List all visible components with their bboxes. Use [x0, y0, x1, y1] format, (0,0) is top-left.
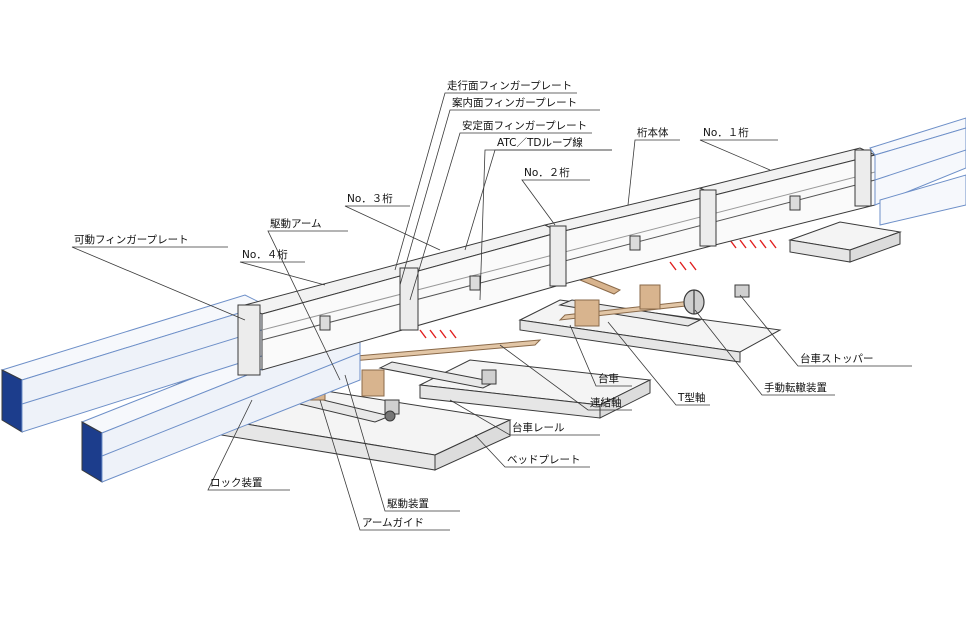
label-arm-guide: アームガイド — [362, 517, 424, 529]
label-connecting-shaft: 連結軸 — [590, 396, 622, 409]
label-atc-td-loop: ATC／TDループ線 — [497, 136, 583, 149]
rear-girder-left — [0, 294, 267, 433]
fixed-girders-right — [869, 117, 966, 226]
label-drive-device: 駆動装置 — [387, 497, 429, 510]
label-bogie: 台車 — [598, 372, 619, 385]
labels: 走行面フィンガープレート 案内面フィンガープレート 安定面フィンガープレート A… — [74, 79, 874, 529]
label-guide-finger-plate: 案内面フィンガープレート — [452, 96, 577, 109]
label-bogie-rail: 台車レール — [512, 421, 565, 434]
label-girder-body: 桁本体 — [637, 126, 669, 139]
leader-lines — [71, 92, 912, 531]
label-girder-no2: No．２桁 — [524, 166, 570, 179]
label-drive-arm: 駆動アーム — [270, 217, 322, 230]
label-bed-plate: ベッドプレート — [507, 454, 581, 466]
label-girder-no3: No．３桁 — [347, 192, 393, 205]
movable-girders — [237, 147, 877, 376]
label-bogie-stopper: 台車ストッパー — [800, 352, 874, 365]
label-girder-no1: No．１桁 — [703, 126, 749, 139]
label-stable-finger-plate: 安定面フィンガープレート — [462, 119, 587, 132]
red-parts — [419, 239, 777, 339]
label-lock-device: ロック装置 — [210, 476, 263, 489]
label-running-finger-plate: 走行面フィンガープレート — [447, 79, 572, 92]
label-t-shaft: T型軸 — [677, 391, 705, 404]
label-movable-finger-plate: 可動フィンガープレート — [74, 233, 189, 246]
label-girder-no4: No．４桁 — [242, 248, 288, 261]
manual-switch-wheel — [683, 289, 705, 315]
label-manual-switch-device: 手動転轍装置 — [764, 381, 827, 394]
